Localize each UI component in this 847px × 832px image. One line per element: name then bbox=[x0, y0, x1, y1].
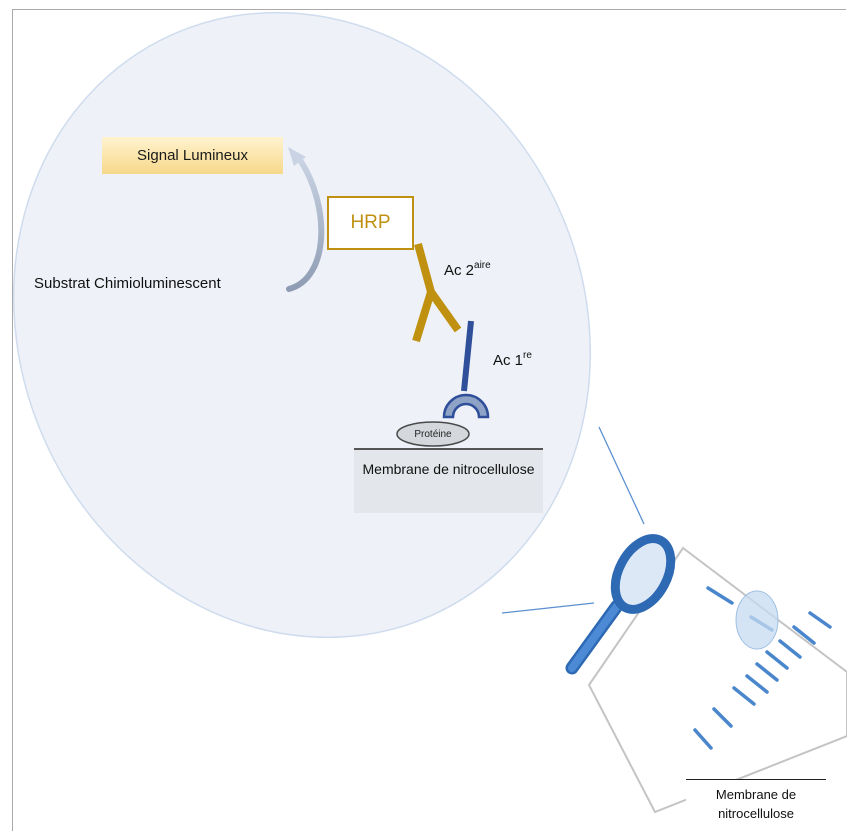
ac2-text: Ac 2 bbox=[444, 262, 475, 279]
zoom-connector-line bbox=[598, 426, 645, 525]
hrp-label: HRP bbox=[350, 212, 391, 233]
ac2-superscript: aire bbox=[474, 260, 491, 271]
secondary-antibody-label: Ac 2aire bbox=[444, 260, 491, 279]
membrane-blot-label: Membrane de nitrocellulose bbox=[715, 787, 797, 821]
lens-highlight bbox=[735, 590, 779, 650]
ac1-text: Ac 1 bbox=[493, 352, 524, 369]
blot-membrane-sheet bbox=[587, 546, 847, 814]
primary-antibody-label: Ac 1re bbox=[493, 350, 532, 369]
membrane-zoom-box: Membrane de nitrocellulose bbox=[354, 448, 543, 513]
magnifier-icon bbox=[565, 534, 676, 675]
signal-label: Signal Lumineux bbox=[137, 147, 248, 164]
signal-box: Signal Lumineux bbox=[102, 137, 283, 174]
binding-site bbox=[442, 393, 490, 419]
zoom-bubble bbox=[12, 11, 592, 639]
blot-bands bbox=[693, 586, 832, 750]
primary-antibody bbox=[461, 320, 474, 392]
substrate-label: Substrat Chimioluminescent bbox=[34, 275, 221, 292]
zoom-connector-line bbox=[501, 602, 595, 614]
protein-shape bbox=[396, 421, 470, 447]
arrow-head-icon bbox=[288, 147, 306, 166]
protein-label: Protéine bbox=[414, 429, 452, 440]
membrane-zoom-label: Membrane de nitrocellulose bbox=[362, 461, 535, 477]
hrp-enzyme-box: HRP bbox=[327, 196, 414, 250]
ac1-superscript: re bbox=[523, 350, 532, 361]
figure-frame bbox=[12, 9, 846, 831]
secondary-antibody bbox=[412, 242, 462, 343]
reaction-arrow bbox=[286, 157, 325, 292]
membrane-blot-box: Membrane de nitrocellulose bbox=[686, 779, 826, 829]
